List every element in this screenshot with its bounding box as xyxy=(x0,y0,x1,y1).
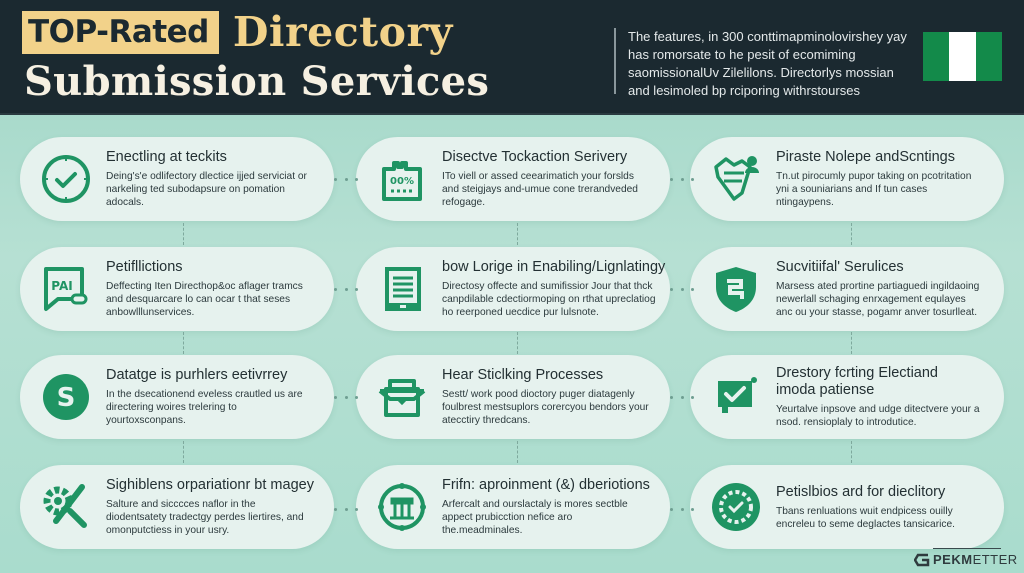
gear-check-icon xyxy=(708,479,764,535)
card-title: Hear Sticlking Processes xyxy=(442,367,604,383)
connector xyxy=(670,177,694,181)
connector xyxy=(517,441,520,463)
connector xyxy=(851,441,854,463)
connector xyxy=(183,223,186,245)
flag-icon xyxy=(923,32,1002,81)
connector xyxy=(334,177,358,181)
shield-icon xyxy=(708,261,764,317)
chat-pai-icon: PAI xyxy=(38,261,94,317)
svg-text:S: S xyxy=(57,383,76,413)
card-desc: Tn.ut pirocumly pupor taking on pcotrita… xyxy=(776,171,972,208)
connector xyxy=(334,507,358,511)
svg-text:PAI: PAI xyxy=(51,279,72,293)
connector xyxy=(670,395,694,399)
clock-check-icon xyxy=(38,151,94,207)
connector xyxy=(670,287,694,291)
toolbox-icon xyxy=(374,369,430,425)
service-card[interactable]: Drestory fcrting Electiand imoda patiens… xyxy=(690,355,1004,439)
card-title: Sucvitiifal' Serulices xyxy=(776,259,904,275)
card-title: Enectling at teckits xyxy=(106,149,227,165)
basket-user-icon xyxy=(708,151,764,207)
intro-text: The features, in 300 conttimapminolovirs… xyxy=(614,28,914,98)
connector xyxy=(851,223,854,245)
card-desc: Sestt/ work pood dioctory puger diatagen… xyxy=(442,389,649,426)
card-desc: Directosy offecte and sumifissior Jour t… xyxy=(442,281,656,318)
connector xyxy=(334,287,358,291)
card-desc: Deing's'e odlifectory dlectice ijjed ser… xyxy=(106,171,307,208)
card-desc: Tbans renluations wuit endpicess ouilly … xyxy=(776,505,955,530)
dollar-badge-icon: S xyxy=(38,369,94,425)
page-title-line2: Submission Services xyxy=(24,58,490,105)
card-desc: Yeurtalve inpsove and udge ditectvere yo… xyxy=(776,404,980,428)
card-title: Sighiblens orpariationr bt magey xyxy=(106,477,314,493)
service-card[interactable]: S Datatge is purhlers eetivrrey In the ds… xyxy=(20,355,334,439)
title-accent: Directory xyxy=(232,8,453,56)
logo-rule xyxy=(933,548,1001,549)
connector xyxy=(183,332,186,354)
connector xyxy=(517,332,520,354)
page-title-line1: TOP-Rated Directory xyxy=(22,8,453,56)
connector xyxy=(517,223,520,245)
card-title: Petifllictions xyxy=(106,259,183,275)
card-title: Frifn: aproinment (&) dberiotions xyxy=(442,477,650,493)
connector xyxy=(670,507,694,511)
gear-wrench-icon xyxy=(38,479,94,535)
svg-text:00%: 00% xyxy=(390,176,414,187)
card-desc: In the dsecationend eveless crautled us … xyxy=(106,389,303,426)
card-desc: Marsess ated prortine partiaguedi ingild… xyxy=(776,281,980,318)
tag-percent-icon: 00% xyxy=(374,151,430,207)
card-desc: ITo viell or assed ceearimatich your for… xyxy=(442,171,638,208)
connector xyxy=(851,332,854,354)
checkbox-board-icon xyxy=(708,369,764,425)
logo-mark-icon xyxy=(914,553,930,566)
card-desc: Arfercalt and ourslactaly is mores sectb… xyxy=(442,499,628,536)
logo-thin: ETTER xyxy=(972,552,1018,567)
card-title: Disectve Tockaction Serivery xyxy=(442,149,628,165)
card-title: Petislbios ard for dieclitory xyxy=(776,483,946,500)
card-title: Datatge is purhlers eetivrrey xyxy=(106,367,288,383)
connector xyxy=(334,395,358,399)
connector xyxy=(183,441,186,463)
card-desc: Salture and sicccces naflor in the diode… xyxy=(106,499,304,536)
card-title: Piraste Nolepe andScntings xyxy=(776,149,955,165)
card-title: bow Lorige in Enabiling/Lignlatingy xyxy=(442,259,666,275)
title-badge: TOP-Rated xyxy=(22,10,219,54)
card-desc: Deffecting Iten Directhop&oc aflager tra… xyxy=(106,281,303,318)
card-title: Drestory fcrting Electiand imoda patiens… xyxy=(776,365,938,398)
header-banner: TOP-Rated Directory Submission Services … xyxy=(0,0,1024,115)
logo-bold: PEKM xyxy=(933,552,973,567)
building-ring-icon xyxy=(374,479,430,535)
tablet-list-icon xyxy=(374,261,430,317)
